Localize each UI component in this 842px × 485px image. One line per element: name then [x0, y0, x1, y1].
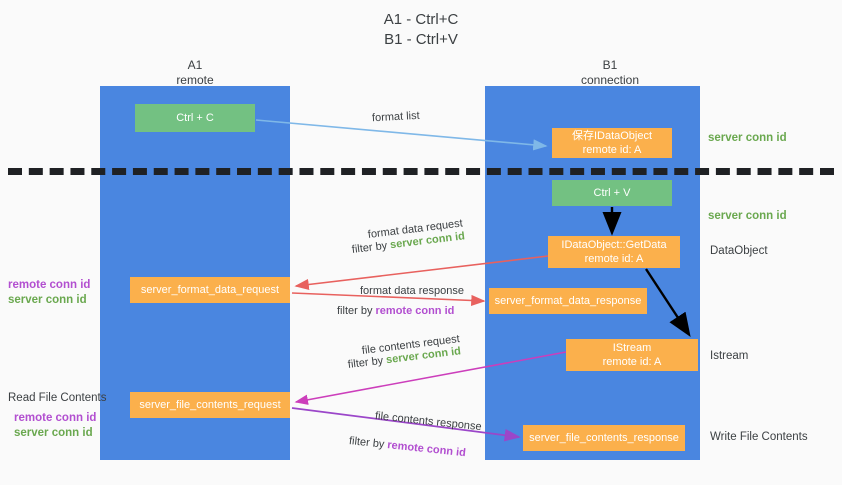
arrow-label-format-data-response: format data response	[360, 285, 464, 297]
arrow-label-format-data-response-filter: filter by remote conn id	[337, 304, 454, 319]
left-label-remote-conn-id-2: remote conn id	[14, 412, 97, 424]
box-idataobject-getdata[interactable]: IDataObject::GetData remote id: A	[548, 236, 680, 268]
box-server-format-data-response[interactable]: server_format_data_response	[489, 288, 647, 314]
filter-prefix: filter by	[337, 305, 376, 317]
right-label-istream: Istream	[710, 350, 749, 362]
box-ctrl-c[interactable]: Ctrl + C	[135, 104, 255, 132]
right-label-write-file-contents: Write File Contents	[710, 431, 808, 443]
right-label-server-conn-id-2: server conn id	[708, 210, 787, 222]
box-save-idataobject[interactable]: 保存IDataObject remote id: A	[552, 128, 672, 158]
arrow-label-file-contents-response: file contents response	[374, 410, 483, 434]
left-label-remote-conn-id-1: remote conn id	[8, 279, 91, 291]
box-ctrl-v[interactable]: Ctrl + V	[552, 180, 672, 206]
page-title: A1 - Ctrl+C B1 - Ctrl+V	[383, 11, 459, 48]
filter-prefix: filter by	[348, 435, 388, 451]
box-server-format-data-request[interactable]: server_format_data_request	[130, 277, 290, 303]
right-label-dataobject: DataObject	[710, 245, 768, 257]
left-label-server-conn-id-2: server conn id	[14, 427, 93, 439]
arrow-label-format-list: format list	[371, 109, 420, 125]
arrow-label-file-contents-response-filter: filter by remote conn id	[348, 434, 466, 461]
box-istream[interactable]: IStream remote id: A	[566, 339, 698, 371]
left-label-conn-ids-2: remote conn id server conn id	[14, 411, 96, 441]
box-server-file-contents-response[interactable]: server_file_contents_response	[523, 425, 685, 451]
remote-conn-id-value: remote conn id	[386, 439, 467, 460]
column-header-b1: B1 connection	[580, 58, 640, 87]
right-label-server-conn-id-1: server conn id	[708, 132, 787, 144]
phase-separator-divider	[8, 168, 834, 175]
left-label-read-file-contents: Read File Contents	[8, 392, 107, 404]
filter-prefix: filter by	[347, 354, 387, 371]
column-header-a1: A1 remote	[176, 58, 214, 87]
left-label-conn-ids-1: remote conn id server conn id	[8, 278, 90, 308]
filter-prefix: filter by	[351, 239, 391, 256]
box-server-file-contents-request[interactable]: server_file_contents_request	[130, 392, 290, 418]
remote-conn-id-value: remote conn id	[375, 305, 455, 317]
left-label-server-conn-id-1: server conn id	[8, 294, 87, 306]
